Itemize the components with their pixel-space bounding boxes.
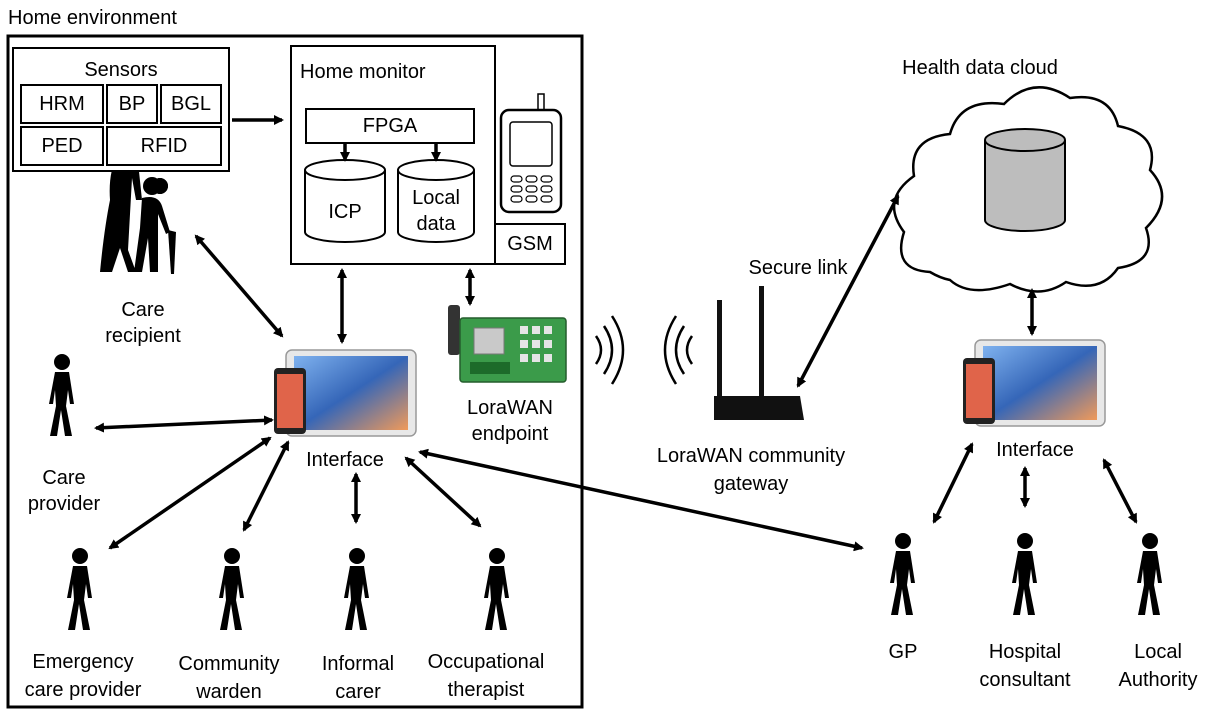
gp-interface-arrow xyxy=(932,442,974,524)
mobile-phone-icon xyxy=(499,93,563,214)
gp-label: GP xyxy=(888,641,918,663)
home-monitor-box xyxy=(290,45,496,265)
care-recipient-label-1: Care xyxy=(121,299,165,321)
local-data-label-1: Local xyxy=(412,187,460,209)
gateway-label-2: gateway xyxy=(713,473,789,495)
gateway-router-icon xyxy=(714,286,804,420)
lorawan-endpoint-label-2: endpoint xyxy=(471,423,549,445)
interface-gp-arrow xyxy=(418,448,864,552)
care-provider-label-2: provider xyxy=(27,493,101,515)
emergency-label-1: Emergency xyxy=(32,651,134,673)
secure-link-label: Secure link xyxy=(748,257,848,279)
occupational-therapist-label-1: Occupational xyxy=(427,651,545,673)
community-warden-label-1: Community xyxy=(178,653,280,675)
remote-interface-label: Interface xyxy=(996,439,1074,461)
community-warden-label-2: warden xyxy=(196,681,262,703)
sensor-ped: PED xyxy=(20,126,104,166)
care-provider-arrow xyxy=(94,415,274,433)
local-authority-label-1: Local xyxy=(1134,641,1182,663)
hospital-consultant-label-2: consultant xyxy=(979,669,1071,691)
emergency-arrow xyxy=(108,436,272,550)
home-monitor-title: Home monitor xyxy=(300,61,426,83)
local-data-cylinder-icon xyxy=(397,159,475,243)
sensors-box xyxy=(12,47,230,172)
sensor-rfid: RFID xyxy=(106,126,222,166)
local-authority-label-2: Authority xyxy=(1118,669,1198,691)
care-provider-person-icon xyxy=(49,354,74,436)
informal-carer-label-1: Informal xyxy=(321,653,395,675)
care-provider-label-1: Care xyxy=(42,467,86,489)
hospital-consultant-person-icon xyxy=(1012,533,1037,615)
home-interface-tablet-icon xyxy=(273,349,417,437)
remote-interface-tablet-icon xyxy=(962,339,1106,427)
health-cloud-icon xyxy=(892,86,1164,293)
lorawan-endpoint-board-icon xyxy=(448,305,567,383)
sensor-hrm: HRM xyxy=(20,84,104,124)
secure-link-arrow xyxy=(796,194,900,388)
icp-cylinder-icon xyxy=(304,159,386,243)
occupational-therapist-person-icon xyxy=(484,548,509,630)
emergency-care-provider-person-icon xyxy=(67,548,92,630)
gp-person-icon xyxy=(890,533,915,615)
hospital-consultant-label-1: Hospital xyxy=(988,641,1062,663)
home-environment-title: Home environment xyxy=(8,7,177,29)
local-data-label-2: data xyxy=(416,213,456,235)
gsm-box: GSM xyxy=(494,223,566,265)
authority-interface-arrow xyxy=(1102,458,1138,524)
radio-waves-icon xyxy=(594,315,694,385)
sensor-bgl: BGL xyxy=(160,84,222,124)
home-environment-frame xyxy=(6,34,584,709)
emergency-label-2: care provider xyxy=(24,679,142,701)
local-authority-person-icon xyxy=(1137,533,1162,615)
sensors-title: Sensors xyxy=(84,59,158,81)
home-interface-label: Interface xyxy=(306,449,384,471)
sensor-bp: BP xyxy=(106,84,158,124)
occupational-therapist-label-2: therapist xyxy=(447,679,525,701)
fpga-box: FPGA xyxy=(305,108,475,144)
care-recipient-arrow xyxy=(194,234,284,338)
icp-label: ICP xyxy=(328,201,362,223)
cloud-title: Health data cloud xyxy=(902,57,1058,79)
gateway-label-1: LoraWAN community xyxy=(656,445,846,467)
informal-carer-label-2: carer xyxy=(335,681,381,703)
community-warden-person-icon xyxy=(219,548,244,630)
informal-carer-person-icon xyxy=(344,548,369,630)
care-recipient-label-2: recipient xyxy=(105,325,181,347)
therapist-arrow xyxy=(404,456,482,528)
warden-arrow xyxy=(242,440,290,532)
lorawan-endpoint-label-1: LoraWAN xyxy=(467,397,553,419)
